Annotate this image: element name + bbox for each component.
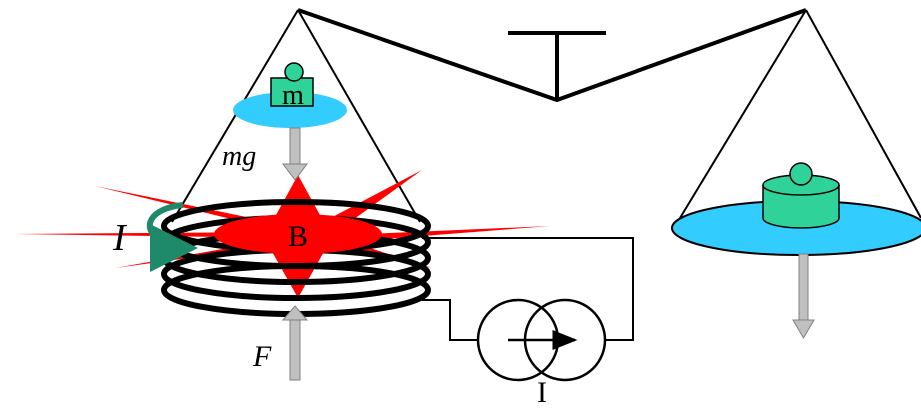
current-source-icon bbox=[476, 298, 607, 382]
field-label: B bbox=[288, 220, 308, 253]
field-center-disk bbox=[214, 214, 382, 254]
force-label: F bbox=[252, 340, 272, 373]
left-pan-strings bbox=[171, 9, 421, 223]
source-current-label: I bbox=[537, 376, 547, 409]
right-weight-arrow bbox=[792, 253, 815, 339]
mass-label: m bbox=[282, 80, 304, 111]
weight-label: mg bbox=[222, 141, 256, 172]
force-arrow bbox=[281, 305, 309, 381]
balance-beam bbox=[297, 8, 807, 103]
curved-current-arrow-icon bbox=[146, 202, 198, 272]
current-label: I bbox=[112, 217, 128, 259]
circuit-wires bbox=[422, 237, 634, 341]
right-pan bbox=[671, 162, 921, 339]
weight-arrow bbox=[282, 127, 308, 181]
right-pan-strings bbox=[679, 9, 921, 219]
left-pan: m bbox=[233, 62, 347, 128]
